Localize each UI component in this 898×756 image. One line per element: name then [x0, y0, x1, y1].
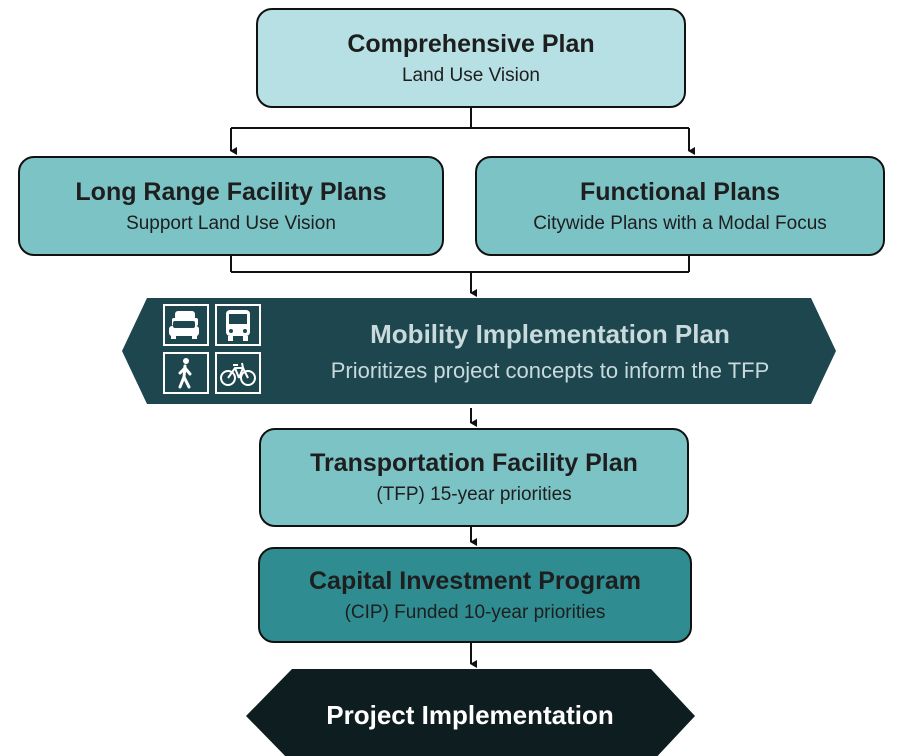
capital-investment-program-title: Capital Investment Program: [308, 566, 642, 595]
mobility-implementation-subtitle: Prioritizes project concepts to inform t…: [330, 357, 770, 383]
mobility-implementation-title: Mobility Implementation Plan: [370, 318, 730, 349]
long-range-facility-plans-subtitle: Support Land Use Vision: [126, 212, 336, 234]
functional-plans-subtitle: Citywide Plans with a Modal Focus: [533, 212, 827, 234]
bus-icon: [215, 304, 261, 346]
cars-icon: [163, 304, 209, 346]
comprehensive-plan-subtitle: Land Use Vision: [401, 64, 541, 86]
mobility-implementation-text: Mobility Implementation Plan Prioritizes…: [270, 308, 830, 394]
project-implementation-text: Project Implementation: [270, 690, 670, 740]
transportation-facility-plan-title: Transportation Facility Plan: [310, 449, 638, 477]
comprehensive-plan-box: Comprehensive Plan Land Use Vision: [256, 8, 686, 108]
functional-plans-box: Functional Plans Citywide Plans with a M…: [475, 156, 885, 256]
pedestrian-icon: [163, 352, 209, 394]
long-range-facility-plans-box: Long Range Facility Plans Support Land U…: [18, 156, 444, 256]
project-implementation-title: Project Implementation: [326, 699, 614, 730]
transportation-facility-plan-box: Transportation Facility Plan (TFP) 15-ye…: [259, 428, 689, 527]
mode-icons-grid: [163, 304, 267, 398]
transportation-facility-plan-subtitle: (TFP) 15-year priorities: [376, 484, 572, 505]
long-range-facility-plans-title: Long Range Facility Plans: [75, 177, 387, 206]
bicycle-icon: [215, 352, 261, 394]
comprehensive-plan-title: Comprehensive Plan: [347, 29, 595, 58]
capital-investment-program-subtitle: (CIP) Funded 10-year priorities: [344, 601, 606, 623]
functional-plans-title: Functional Plans: [579, 177, 781, 206]
capital-investment-program-box: Capital Investment Program (CIP) Funded …: [258, 547, 692, 643]
